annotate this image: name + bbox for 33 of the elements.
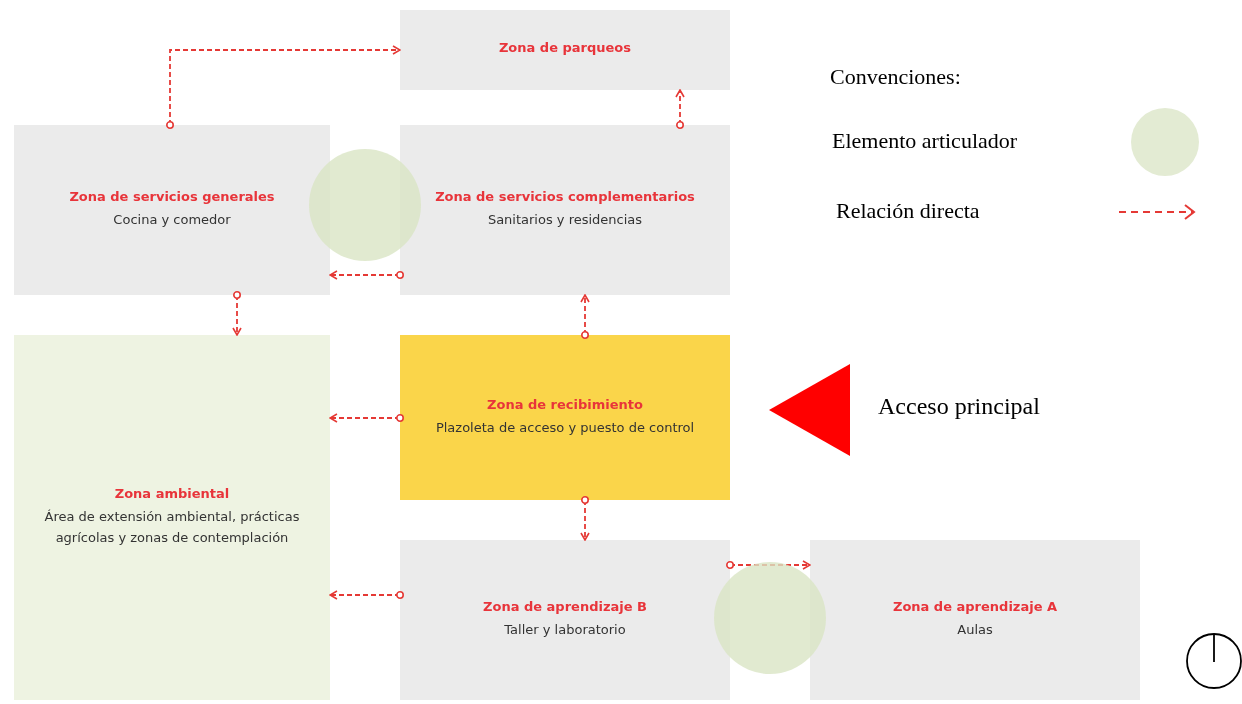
zone-block (400, 10, 730, 90)
zone-title: Zona de aprendizaje A (892, 599, 1058, 615)
dashed-arrow (166, 45, 401, 129)
dashed-arrow (329, 413, 404, 423)
zone-title: Zona de aprendizaje B (483, 599, 647, 615)
zone-title: Zona de servicios complementarios (435, 189, 695, 205)
legend-text: Relación directa (836, 198, 980, 224)
zone-description: Cocina y comedor (113, 211, 231, 230)
zone-block (14, 125, 330, 295)
dashed-arrow (580, 294, 590, 339)
dashed-arrow (726, 560, 811, 570)
dashed-arrow (232, 291, 242, 336)
zone-block (400, 335, 730, 500)
zone-block (14, 335, 330, 700)
zone-description: Taller y laboratorio (504, 621, 626, 640)
zone-title: Zona ambiental (114, 486, 230, 502)
zone-title: Zona de parqueos (498, 39, 632, 55)
legend-heading: Convenciones: (830, 64, 961, 90)
zone-block (810, 540, 1140, 700)
legend-text: Elemento articulador (832, 128, 1018, 154)
zone-block (400, 540, 730, 700)
zone-block (400, 125, 730, 295)
zone-title: Zona de servicios generales (69, 189, 275, 205)
dashed-arrow (329, 270, 404, 280)
zone-description: Plazoleta de acceso y puesto de control (435, 418, 695, 437)
dashed-arrow (675, 89, 685, 129)
zone-description: Sanitarios y residencias (487, 211, 643, 230)
zone-description: Área de extensión ambiental, prácticas agrícolas y zonas de contemplación (43, 508, 301, 547)
zone-description: Aulas (957, 621, 993, 640)
access-label: Acceso principal (878, 393, 1040, 420)
dashed-arrow (329, 590, 404, 600)
zone-title: Zona de recibimiento (487, 396, 643, 412)
dashed-arrow (580, 496, 590, 541)
